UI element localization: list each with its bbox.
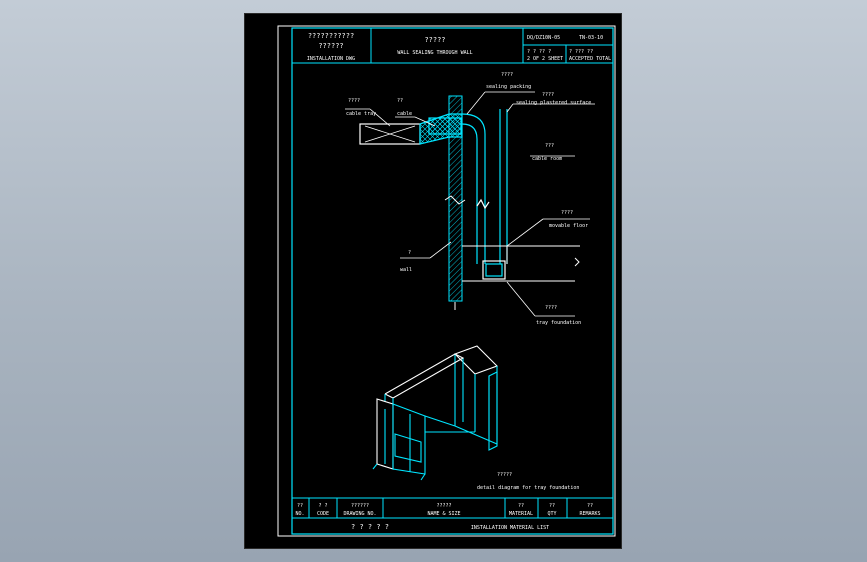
label-cable-room-cn: ??? bbox=[545, 143, 554, 149]
label-movable-floor-cn: ???? bbox=[561, 210, 573, 216]
wall-section bbox=[444, 95, 466, 310]
title-en: INSTALLATION DWG bbox=[307, 56, 355, 62]
header-qty-en: QTY bbox=[547, 511, 556, 517]
material-list-headers: ?? NO. ? ? CODE ?????? DRAWING NO. ?????… bbox=[295, 503, 600, 517]
header-remarks-en: REMARKS bbox=[579, 511, 600, 517]
label-wall-cn: ? bbox=[408, 250, 411, 256]
drawing-title-en: WALL SEALING THROUGH WALL bbox=[397, 50, 472, 56]
cad-drawing: ??????????? ?????? INSTALLATION DWG ????… bbox=[277, 25, 616, 537]
header-drawing-cn: ?????? bbox=[351, 503, 369, 509]
label-detail-cn: ????? bbox=[497, 472, 512, 478]
total-cn: ? ??? ?? bbox=[569, 49, 593, 55]
label-cable-cn: ?? bbox=[397, 98, 403, 104]
header-name-en: NAME & SIZE bbox=[427, 511, 460, 517]
movable-floor bbox=[462, 245, 580, 282]
label-cable-tray-en: cable tray bbox=[346, 111, 376, 117]
drawing-sheet: ??????????? ?????? INSTALLATION DWG ????… bbox=[244, 13, 622, 549]
material-list-title-cn: ? ? ? ? ? bbox=[351, 523, 389, 531]
header-no-cn: ?? bbox=[297, 503, 303, 509]
sheet-en: 2 OF 2 SHEET bbox=[527, 56, 563, 62]
tray-foundation-isometric bbox=[372, 345, 498, 481]
total-en: ACCEPTED TOTAL bbox=[569, 56, 611, 62]
label-movable-floor-en: movable floor bbox=[549, 223, 588, 229]
inner-frame bbox=[291, 27, 614, 535]
header-qty-cn: ?? bbox=[549, 503, 555, 509]
title-cn-1: ??????????? bbox=[308, 32, 354, 40]
header-material-en: MATERIAL bbox=[509, 511, 533, 517]
header-name-cn: ????? bbox=[436, 503, 451, 509]
leader-lines bbox=[345, 91, 595, 317]
header-no-en: NO. bbox=[295, 511, 304, 517]
header-remarks-cn: ?? bbox=[587, 503, 593, 509]
drawing-title-cn: ????? bbox=[424, 36, 445, 44]
title-cn-2: ?????? bbox=[318, 42, 343, 50]
cable-tray bbox=[359, 109, 508, 280]
header-code-en: CODE bbox=[317, 511, 329, 517]
label-sealing-packing-en: sealing packing bbox=[486, 84, 531, 90]
label-wall-en: wall bbox=[400, 267, 412, 273]
sheet-code: TN-03-10 bbox=[579, 35, 603, 41]
label-cable-tray-cn: ???? bbox=[348, 98, 360, 104]
label-cable-en: cable bbox=[397, 111, 412, 117]
header-code-cn: ? ? bbox=[318, 503, 327, 509]
label-sealing-packing-cn: ???? bbox=[501, 72, 513, 78]
label-sealing-plastered-en: sealing plastered surface bbox=[516, 100, 591, 106]
standard-code: DQ/DZ10N-05 bbox=[527, 35, 560, 41]
material-list-table bbox=[292, 497, 613, 519]
label-detail-en: detail diagram for tray foundation bbox=[477, 485, 579, 491]
title-block bbox=[292, 28, 613, 64]
sheet-cn: ? ? ?? ? bbox=[527, 49, 551, 55]
header-material-cn: ?? bbox=[518, 503, 524, 509]
outer-frame bbox=[277, 25, 616, 537]
label-cable-room-en: cable room bbox=[532, 156, 562, 162]
label-sealing-plastered-cn: ???? bbox=[542, 92, 554, 98]
label-tray-foundation-en: tray foundation bbox=[536, 320, 581, 326]
material-list-title-en: INSTALLATION MATERIAL LIST bbox=[471, 525, 549, 531]
label-tray-foundation-cn: ???? bbox=[545, 305, 557, 311]
header-drawing-en: DRAWING NO. bbox=[343, 511, 376, 517]
